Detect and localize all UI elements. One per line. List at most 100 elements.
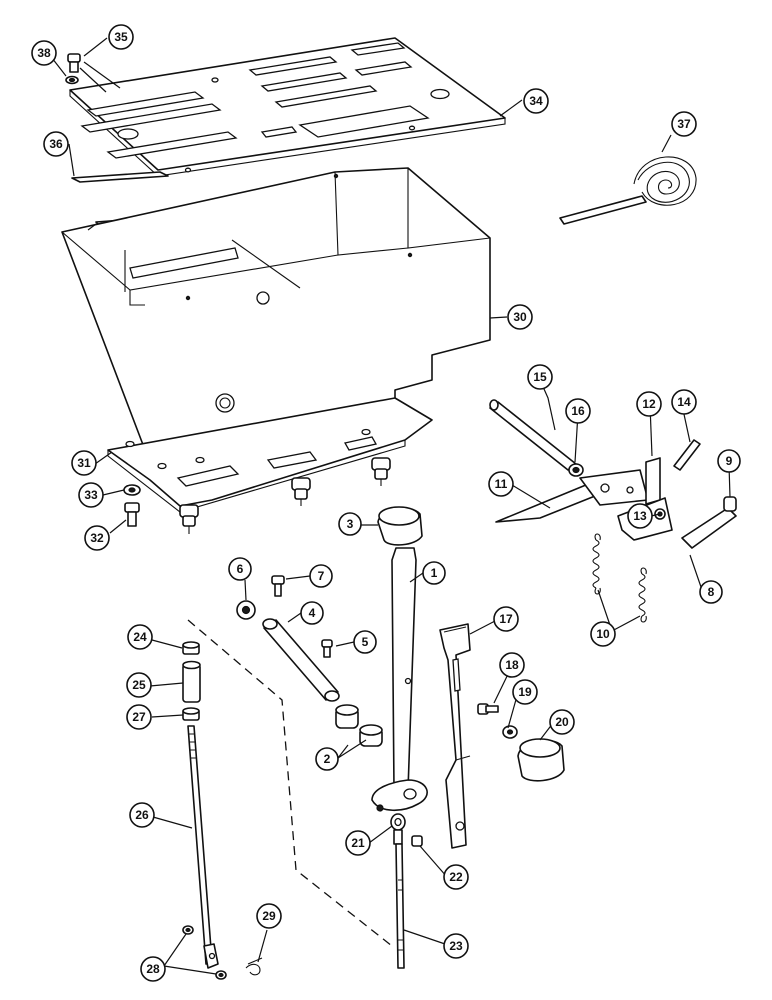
cover-screw <box>65 53 81 85</box>
callout-31: 31 <box>71 450 97 476</box>
washer-6 <box>236 600 256 620</box>
callout-label: 19 <box>518 685 532 699</box>
callout-12: 12 <box>636 391 662 417</box>
callout-6: 6 <box>228 557 252 581</box>
callout-label: 11 <box>495 477 508 491</box>
callout-32: 32 <box>84 525 110 551</box>
callout-label: 36 <box>49 137 63 151</box>
bolt-5 <box>321 639 333 658</box>
callout-label: 16 <box>571 404 585 418</box>
callout-27: 27 <box>126 704 152 730</box>
callout-label: 35 <box>114 30 128 44</box>
callout-label: 2 <box>324 752 331 766</box>
callout-label: 14 <box>677 395 691 409</box>
callout-label: 29 <box>262 909 276 923</box>
callout-15: 15 <box>527 364 553 390</box>
callout-19: 19 <box>512 679 538 705</box>
bolt-32 <box>124 502 140 527</box>
callout-label: 10 <box>596 627 610 641</box>
callout-label: 1 <box>431 566 438 580</box>
callout-9: 9 <box>717 449 741 473</box>
callout-20: 20 <box>549 709 575 735</box>
callout-29: 29 <box>256 903 282 929</box>
callout-11: 11 <box>488 471 514 497</box>
callout-5: 5 <box>353 630 377 654</box>
callout-label: 18 <box>505 658 519 672</box>
callout-25: 25 <box>126 672 152 698</box>
callout-label: 31 <box>77 456 91 470</box>
callout-label: 5 <box>362 635 369 649</box>
callout-label: 38 <box>37 46 51 60</box>
callout-22: 22 <box>443 864 469 890</box>
callout-23: 23 <box>443 933 469 959</box>
cover-plate <box>69 37 506 177</box>
callout-label: 24 <box>133 630 147 644</box>
lever-assembly <box>489 399 737 549</box>
mount-middle <box>291 477 311 506</box>
callout-13: 13 <box>627 503 653 529</box>
rod-end-assembly <box>390 813 423 969</box>
callout-24: 24 <box>127 624 153 650</box>
callout-label: 22 <box>449 870 463 884</box>
callout-label: 13 <box>633 509 647 523</box>
threaded-rod-26 <box>187 725 219 969</box>
callout-33: 33 <box>78 482 104 508</box>
clip-29 <box>245 957 263 976</box>
callout-7: 7 <box>309 564 333 588</box>
callout-label: 34 <box>529 94 543 108</box>
callout-label: 28 <box>146 962 160 976</box>
tension-springs <box>592 533 647 623</box>
callout-label: 23 <box>449 939 463 953</box>
nut-33 <box>123 484 141 496</box>
callout-2: 2 <box>315 747 339 771</box>
callout-label: 21 <box>351 836 365 850</box>
callout-18: 18 <box>499 652 525 678</box>
mount-left <box>179 504 199 534</box>
callout-label: 12 <box>642 397 656 411</box>
callout-label: 27 <box>132 710 146 724</box>
knob-20 <box>517 738 565 782</box>
callout-26: 26 <box>129 802 155 828</box>
nut-27 <box>182 707 200 721</box>
base-plate <box>107 397 433 534</box>
callout-label: 20 <box>555 715 569 729</box>
storage-box <box>61 167 491 461</box>
callout-14: 14 <box>671 389 697 415</box>
callout-36: 36 <box>43 131 69 157</box>
callout-21: 21 <box>345 830 371 856</box>
bolt-18 <box>477 703 499 715</box>
leader-lines <box>51 37 731 975</box>
callout-3: 3 <box>338 512 362 536</box>
pivot-pin-4 <box>262 618 340 702</box>
callout-label: 3 <box>347 517 354 531</box>
lever-knob-top <box>377 506 423 546</box>
nut-24 <box>182 641 200 655</box>
link-bar <box>439 623 471 849</box>
callout-10: 10 <box>590 621 616 647</box>
callout-label: 6 <box>237 562 244 576</box>
assembly-guide-line <box>187 619 393 947</box>
callout-label: 9 <box>726 454 733 468</box>
callout-30: 30 <box>507 304 533 330</box>
callout-4: 4 <box>300 601 324 625</box>
callout-1: 1 <box>422 561 446 585</box>
callout-label: 37 <box>677 117 691 131</box>
callout-8: 8 <box>699 580 723 604</box>
callout-label: 30 <box>513 310 527 324</box>
callout-17: 17 <box>493 606 519 632</box>
callout-label: 8 <box>708 585 715 599</box>
callout-28: 28 <box>140 956 166 982</box>
callout-label: 26 <box>135 808 149 822</box>
callout-label: 33 <box>84 488 98 502</box>
main-lever <box>371 547 428 812</box>
callout-34: 34 <box>523 88 549 114</box>
callout-37: 37 <box>671 111 697 137</box>
bolt-7 <box>271 575 285 597</box>
callout-label: 32 <box>90 531 104 545</box>
bushings-2 <box>335 704 383 747</box>
callout-label: 17 <box>499 612 513 626</box>
callout-label: 15 <box>533 370 547 384</box>
callout-38: 38 <box>31 40 57 66</box>
spacer-25 <box>182 660 201 703</box>
mount-right <box>371 457 391 486</box>
